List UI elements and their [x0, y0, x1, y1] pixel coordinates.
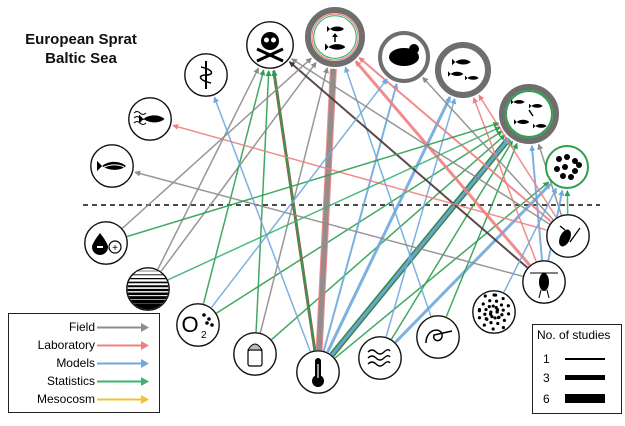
legend-label: Mesocosm	[37, 391, 95, 407]
legend-item-laboratory: Laboratory	[13, 337, 157, 354]
line-weight-1	[565, 358, 605, 360]
edge-stratification-to-mortality	[158, 68, 259, 269]
salt-shaker-icon	[248, 344, 262, 366]
zooplankton-node	[523, 261, 565, 303]
condition-node	[91, 145, 133, 187]
studies-count: 6	[543, 391, 550, 407]
legend-label: Field	[69, 319, 95, 335]
legend-arrow-icon	[97, 323, 149, 332]
currents-node	[359, 337, 401, 379]
svg-text:O: O	[181, 312, 198, 337]
title-line-2: Baltic Sea	[6, 49, 156, 68]
legend-item-statistics: Statistics	[13, 373, 157, 390]
stratification-node	[126, 268, 170, 310]
legend-arrow-icon	[97, 377, 149, 386]
edge-oxygen-to-mortality	[203, 70, 263, 304]
salinity-node: +	[85, 222, 127, 264]
studies-count: 3	[543, 370, 550, 386]
edge-salt-to-mortality	[256, 71, 269, 332]
growth-node	[308, 10, 362, 64]
eggs-node	[546, 146, 588, 188]
edge-zooplankton-to-growth	[356, 61, 530, 265]
abundance-node	[438, 45, 488, 95]
mortality-node	[247, 22, 293, 68]
legend-label: Models	[56, 355, 95, 371]
legend-label: Laboratory	[38, 337, 95, 353]
title-line-1: European Sprat	[6, 30, 156, 49]
prey-node	[547, 215, 589, 257]
legend-arrow-icon	[97, 359, 149, 368]
salt-node	[234, 333, 276, 375]
line-weight-6	[565, 394, 605, 403]
legend-item-mesocosm: Mesocosm	[13, 391, 157, 408]
svg-text:2: 2	[201, 330, 207, 341]
legend-arrow-icon	[97, 395, 149, 404]
edge-oxygen-to-predation	[211, 79, 387, 307]
recruitment-node	[502, 87, 556, 141]
wind-node	[417, 316, 459, 358]
legend-arrow-icon	[97, 341, 149, 350]
edge-salt-to-recruitment	[272, 135, 505, 339]
studies-legend: No. of studies 1 3 6	[532, 324, 622, 414]
temperature-node	[297, 351, 339, 393]
svg-text:+: +	[112, 243, 118, 254]
habitat-shift-node	[129, 98, 171, 140]
method-legend: Field Laboratory Models Statistics Mesoc…	[8, 313, 160, 413]
plankton-node	[473, 291, 515, 333]
line-weight-3	[565, 375, 605, 380]
legend-item-field: Field	[13, 319, 157, 336]
studies-item-1: 1	[543, 351, 615, 367]
health-node	[185, 54, 227, 96]
legend-label: Statistics	[47, 373, 95, 389]
studies-item-3: 3	[543, 370, 615, 386]
predation-node	[380, 33, 428, 81]
studies-count: 1	[543, 351, 550, 367]
studies-legend-title: No. of studies	[537, 328, 610, 342]
studies-item-6: 6	[543, 391, 615, 407]
legend-item-models: Models	[13, 355, 157, 372]
